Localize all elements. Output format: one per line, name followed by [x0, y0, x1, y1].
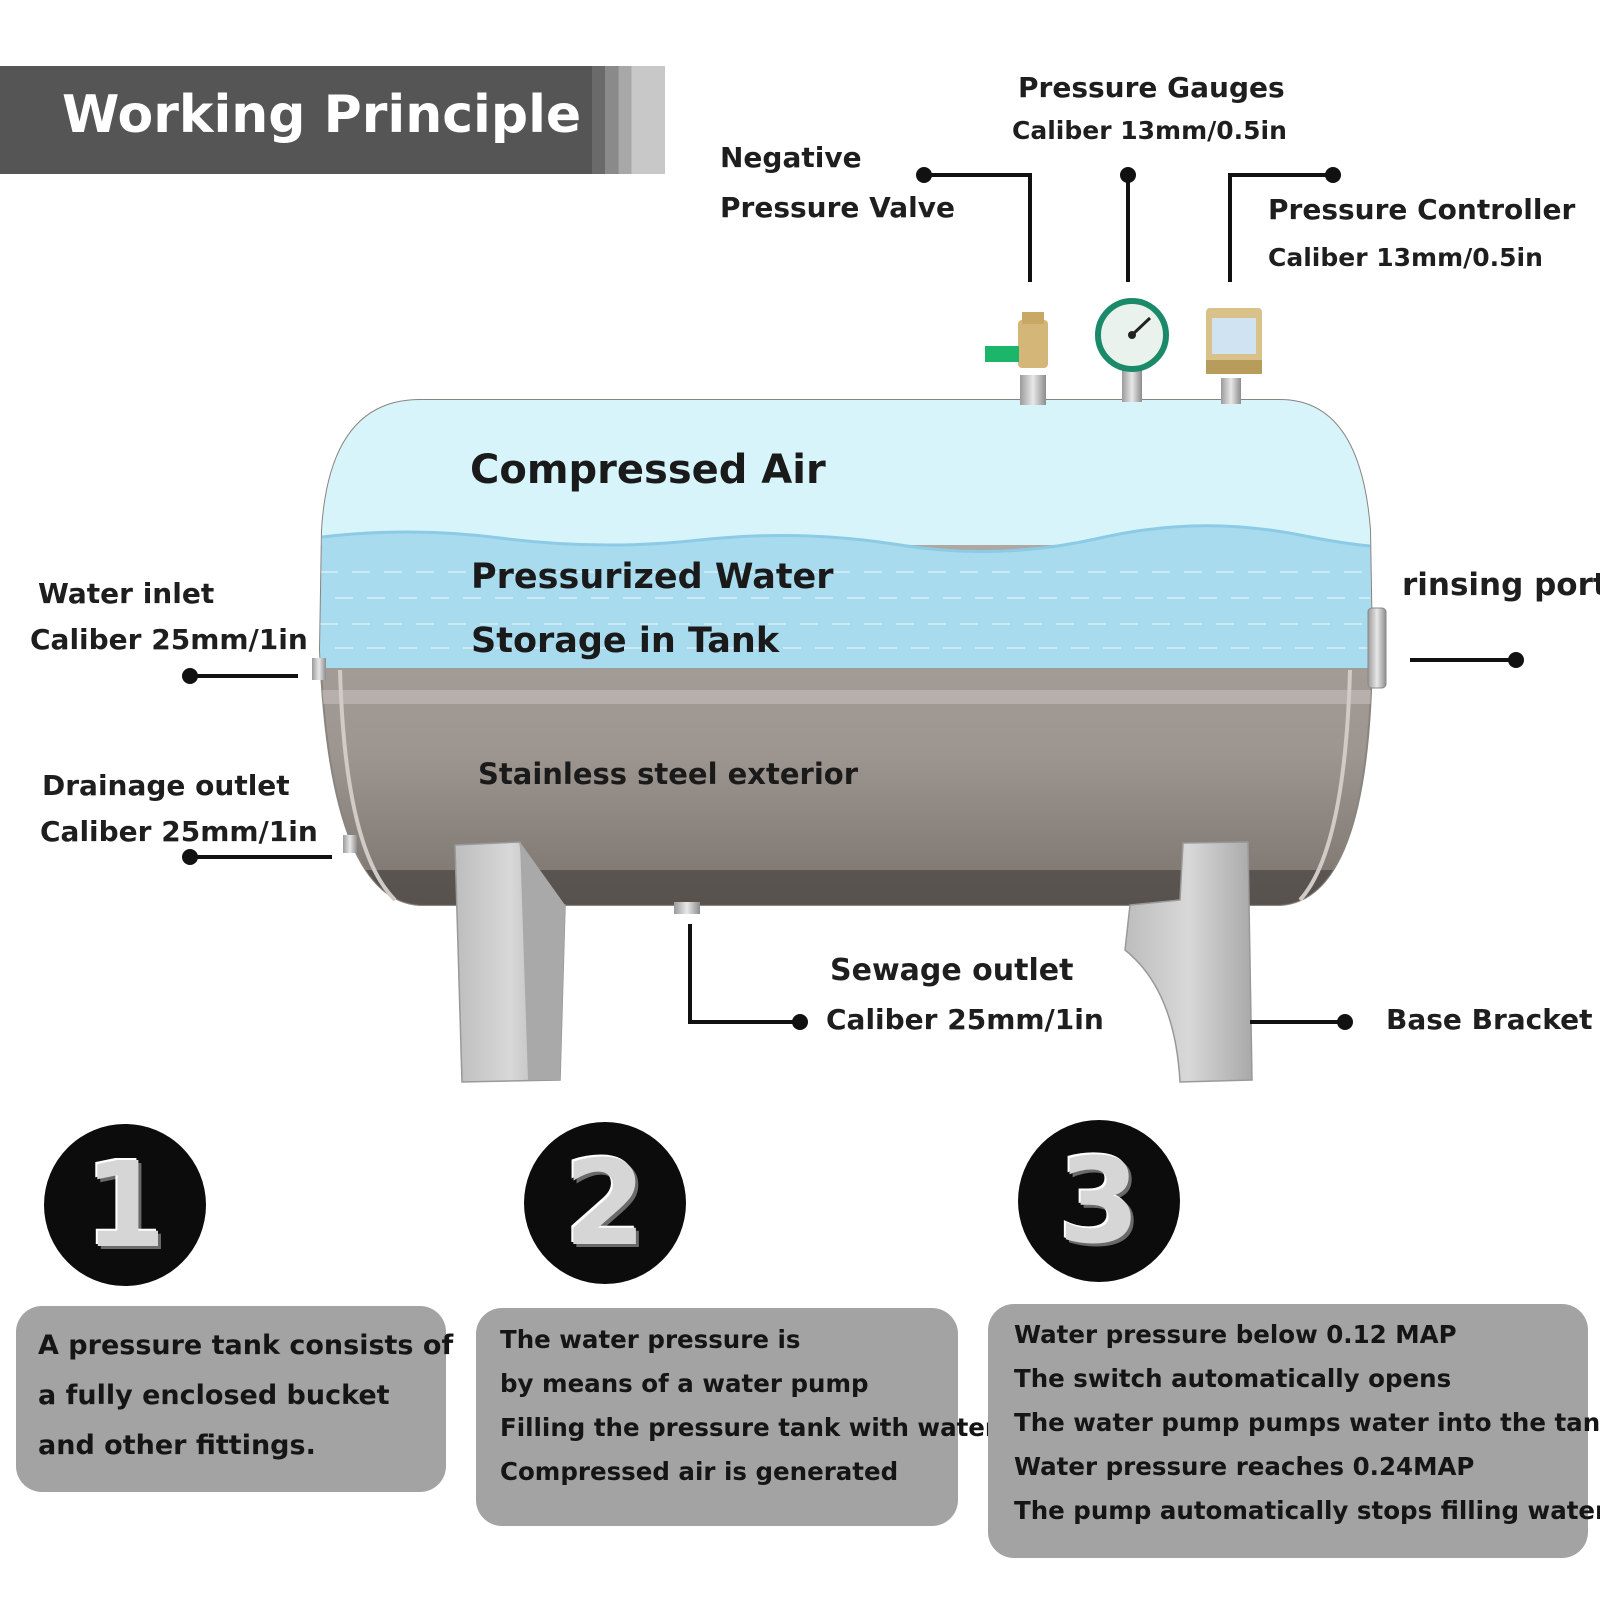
air-section — [320, 400, 1372, 545]
pressurized-water-label: Pressurized Water — [471, 557, 834, 597]
step-2-badge: 2 — [524, 1122, 686, 1284]
stainless-exterior-label: Stainless steel exterior — [478, 757, 859, 791]
step-3-line-2: The switch automatically opens — [1014, 1364, 1452, 1393]
drainage-outlet-label: Drainage outlet — [42, 769, 290, 802]
storage-in-tank-label: Storage in Tank — [471, 621, 780, 661]
sewage-outlet-caliber: Caliber 25mm/1in — [826, 1003, 1104, 1036]
step-1-number: 1 — [83, 1136, 167, 1274]
pressure-controller-label: Pressure Controller — [1268, 193, 1576, 226]
step-1-line-1: A pressure tank consists of — [38, 1330, 454, 1361]
tank-illustration — [182, 167, 1524, 1083]
negative-valve-label: Negative — [720, 141, 862, 174]
step-3-line-5: The pump automatically stops filling wat… — [1014, 1496, 1600, 1525]
negative-valve-label-2: Pressure Valve — [720, 191, 956, 224]
step-1-box — [16, 1306, 446, 1492]
step-3-line-3: The water pump pumps water into the tank… — [1014, 1408, 1600, 1437]
step-2-number: 2 — [563, 1134, 647, 1272]
step-2-box — [476, 1308, 958, 1526]
water-section — [320, 525, 1372, 668]
step-3-line-1: Water pressure below 0.12 MAP — [1014, 1320, 1457, 1349]
sewage-outlet-label: Sewage outlet — [830, 953, 1074, 988]
step-1-line-2: a fully enclosed bucket — [38, 1380, 390, 1411]
page-title: Working Principle — [62, 85, 582, 145]
rinsing-port-label: rinsing port — [1402, 567, 1600, 603]
pressure-controller-caliber: Caliber 13mm/0.5in — [1268, 243, 1543, 272]
step-3-number: 3 — [1057, 1132, 1141, 1270]
step-3-box — [988, 1304, 1588, 1558]
drainage-outlet-caliber: Caliber 25mm/1in — [40, 815, 318, 848]
title-banner — [0, 66, 665, 174]
pressure-gauges-label: Pressure Gauges — [1018, 71, 1285, 104]
step-2-line-1: The water pressure is — [500, 1325, 801, 1354]
water-inlet-label: Water inlet — [38, 577, 215, 610]
step-3-line-4: Water pressure reaches 0.24MAP — [1014, 1452, 1475, 1481]
step-3-badge: 3 — [1018, 1120, 1180, 1282]
compressed-air-label: Compressed Air — [470, 447, 826, 493]
base-bracket-label: Base Bracket — [1386, 1003, 1593, 1036]
base-bracket-right — [1124, 841, 1253, 1083]
step-1-line-3: and other fittings. — [38, 1430, 316, 1461]
step-1-badge: 1 — [44, 1124, 206, 1286]
water-inlet-caliber: Caliber 25mm/1in — [30, 623, 308, 656]
step-2-line-2: by means of a water pump — [500, 1369, 869, 1398]
step-2-line-4: Compressed air is generated — [500, 1457, 899, 1486]
step-2-line-3: Filling the pressure tank with water — [500, 1413, 998, 1442]
pressure-gauges-caliber: Caliber 13mm/0.5in — [1012, 116, 1287, 145]
